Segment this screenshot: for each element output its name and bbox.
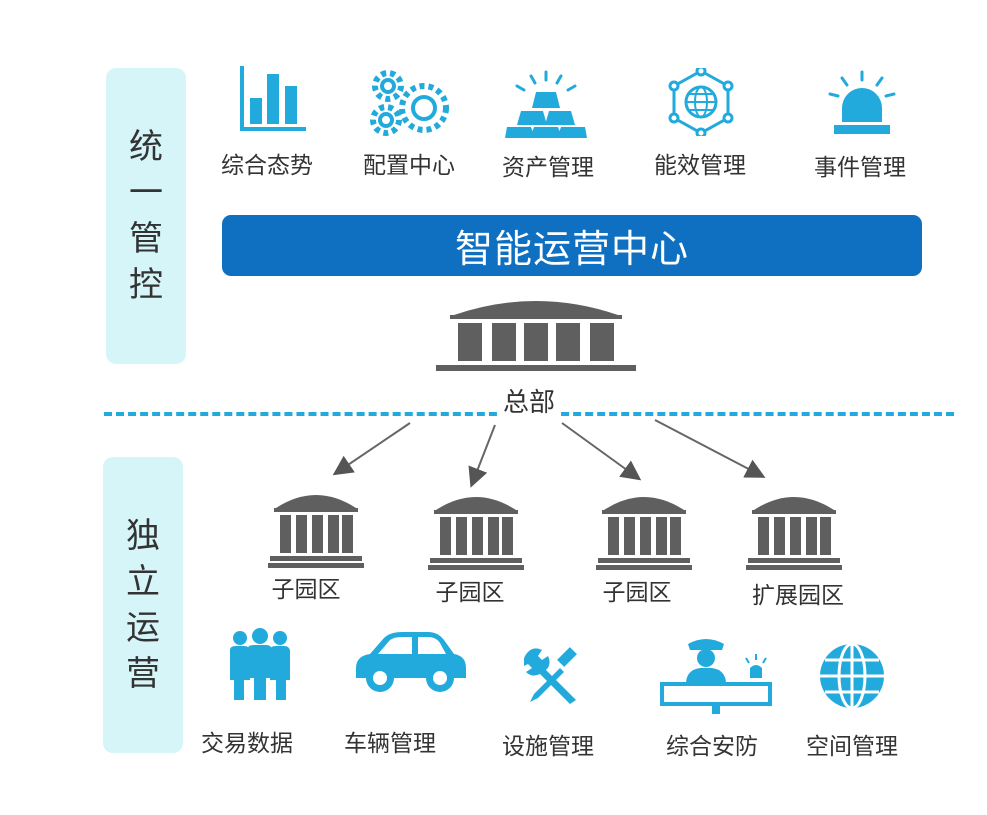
bar-chart-icon [240, 66, 306, 131]
park-building-icon [268, 495, 364, 568]
independent-char: 独 [126, 516, 160, 556]
network-globe-icon [668, 68, 734, 136]
bottom-item-label: 车辆管理 [344, 731, 436, 757]
park-label: 子园区 [435, 580, 505, 606]
park-label: 子园区 [602, 580, 672, 606]
hq-building-icon [436, 301, 636, 371]
alarm-light-icon [828, 70, 896, 134]
unified-char: 一 [129, 173, 163, 213]
security-guard-icon [660, 639, 772, 714]
globe-grid-icon [820, 642, 884, 710]
independent-char: 营 [126, 654, 160, 694]
car-icon [356, 632, 466, 692]
independent-operation-panel: 独 立 运 营 [103, 457, 183, 753]
unified-control-panel: 统 一 管 控 [106, 68, 186, 364]
top-item-label: 事件管理 [814, 155, 906, 181]
park-building-icon [428, 497, 524, 570]
gold-bars-icon [505, 70, 587, 138]
independent-char: 立 [126, 562, 160, 602]
unified-char: 统 [129, 127, 163, 167]
gears-icon [370, 70, 449, 136]
hq-label: 总部 [498, 382, 560, 419]
bottom-item-label: 设施管理 [502, 734, 594, 760]
top-item-label: 资产管理 [502, 155, 594, 181]
unified-char: 控 [129, 265, 163, 305]
top-item-label: 配置中心 [363, 153, 455, 179]
arrow [561, 422, 642, 481]
independent-char: 运 [126, 608, 160, 648]
park-label: 扩展园区 [752, 583, 844, 609]
intelligent-operation-center-banner: 智能运营中心 [222, 215, 922, 276]
park-building-icon [596, 497, 692, 570]
unified-char: 管 [129, 219, 163, 259]
people-group-icon [230, 628, 290, 700]
wrench-screwdriver-icon [524, 647, 577, 704]
top-item-label: 能效管理 [654, 153, 746, 179]
arrow [468, 424, 496, 488]
park-building-icon [746, 497, 842, 570]
arrow [332, 422, 411, 476]
bottom-item-label: 交易数据 [201, 731, 293, 757]
arrow [654, 419, 766, 478]
park-label: 子园区 [271, 577, 341, 603]
bottom-item-label: 空间管理 [806, 734, 898, 760]
top-item-label: 综合态势 [221, 153, 313, 179]
bottom-item-label: 综合安防 [666, 734, 758, 760]
